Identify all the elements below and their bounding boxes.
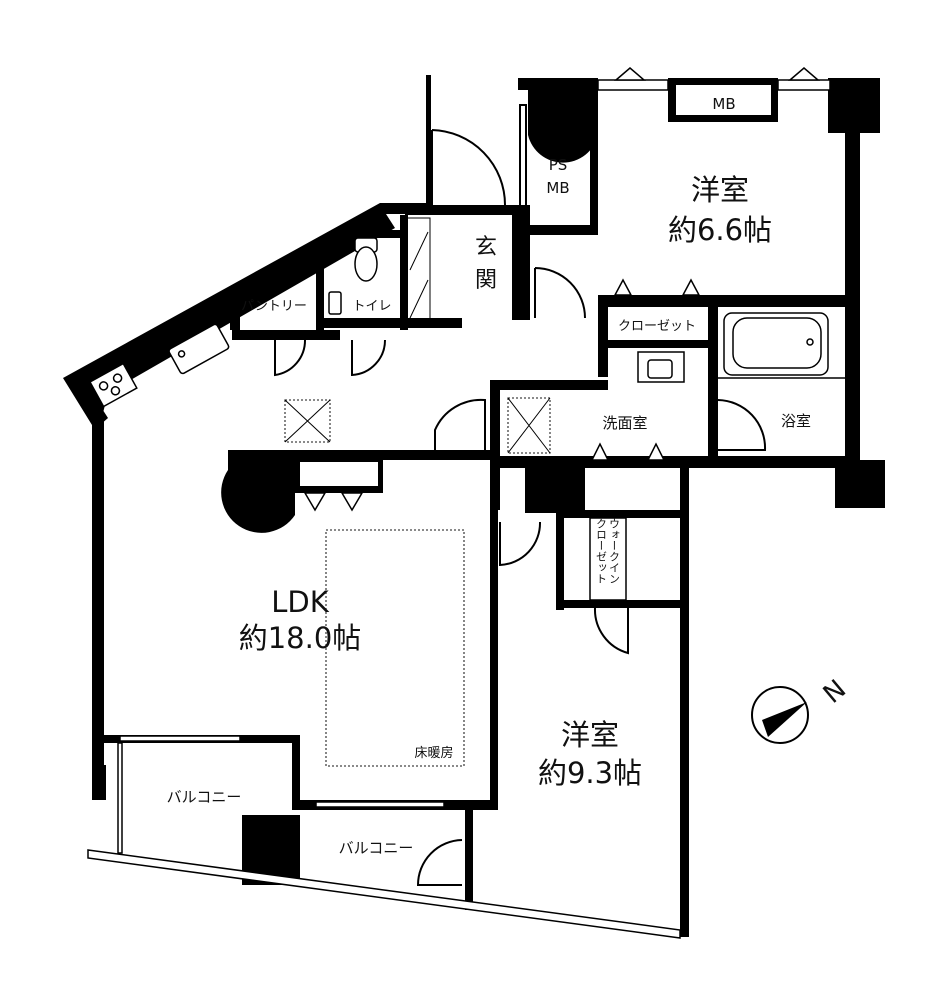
- doors[interactable]: [274, 129, 767, 886]
- room2-door[interactable]: [499, 521, 542, 567]
- wic-door[interactable]: [593, 607, 629, 655]
- fixtures: [88, 237, 845, 767]
- wic-label-1: ウォークイン: [608, 518, 621, 584]
- entrance-label-1: 玄: [475, 235, 497, 260]
- toilet-label: トイレ: [352, 299, 391, 314]
- ldk-door[interactable]: [434, 398, 486, 450]
- ps-mb-label: MB: [546, 179, 569, 197]
- entrance-label-2: 関: [475, 268, 497, 293]
- bathtub-icon: [718, 312, 845, 379]
- room1-size: 約6.6帖: [668, 213, 772, 247]
- ps-label: PS: [549, 156, 568, 174]
- pantry-label: パントリー: [241, 299, 307, 314]
- room1-door[interactable]: [534, 267, 586, 319]
- entrance-door[interactable]: [431, 129, 506, 206]
- mb-label: MB: [712, 95, 735, 113]
- pantry-door[interactable]: [274, 339, 307, 377]
- bathroom-label: 浴室: [781, 412, 811, 430]
- wash-basin-icon: [637, 351, 685, 383]
- bath-door[interactable]: [717, 399, 767, 451]
- north-label: N: [818, 674, 852, 709]
- balcony2-label: バルコニー: [339, 839, 414, 857]
- room-labels: 洋室 約6.6帖 MB PS MB 玄 関 パントリー トイレ クローゼット 洗…: [167, 95, 811, 857]
- stove-icon: [88, 362, 138, 408]
- washroom-label: 洗面室: [602, 414, 647, 432]
- toilet-icon: [328, 237, 378, 315]
- pillar: [528, 90, 598, 163]
- room2-size: 約9.3帖: [538, 756, 642, 790]
- balcony-door[interactable]: [416, 839, 463, 886]
- toilet-door[interactable]: [351, 339, 387, 377]
- floor-heating-label: 床暖房: [414, 745, 453, 761]
- ldk-left-wall: [92, 420, 104, 770]
- kitchen-diagonal-wall: [63, 203, 430, 425]
- balcony1-label: バルコニー: [167, 788, 242, 806]
- room2-name: 洋室: [561, 718, 619, 752]
- ldk-name: LDK: [271, 585, 329, 619]
- ldk-pillar: [221, 450, 295, 533]
- wic-label-2: クローゼット: [595, 518, 608, 584]
- ldk-size: 約18.0帖: [239, 621, 362, 655]
- room1-name: 洋室: [691, 173, 749, 207]
- north-arrow-icon: N: [751, 674, 852, 744]
- sink-icon: [168, 323, 230, 375]
- closet-label: クローゼット: [618, 319, 696, 334]
- floor-heating-area: [325, 529, 465, 767]
- walls: [63, 67, 885, 939]
